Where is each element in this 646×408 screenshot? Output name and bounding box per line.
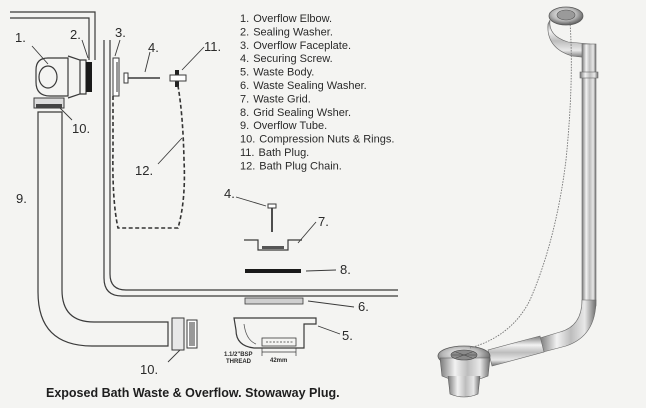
legend-item-number: 6. xyxy=(240,80,249,92)
thread-annotation-line2: THREAD xyxy=(226,359,252,365)
overflow-tube-photo xyxy=(581,43,597,307)
legend-item: 2. Sealing Washer. xyxy=(240,26,333,38)
product-photo xyxy=(437,6,599,398)
callout-10-lower: 10. xyxy=(140,362,158,377)
dimension-annotation: 42mm xyxy=(270,358,287,364)
legend-item: 6. Waste Sealing Washer. xyxy=(240,80,367,92)
diagram-caption: Exposed Bath Waste & Overflow. Stowaway … xyxy=(46,386,340,400)
callout-7: 7. xyxy=(318,214,329,229)
legend-item-label: Overflow Tube. xyxy=(253,120,327,132)
bath-wall-outline xyxy=(103,40,398,297)
overflow-elbow xyxy=(35,55,87,99)
callout-6: 6. xyxy=(358,299,369,314)
legend-item-label: Sealing Washer. xyxy=(253,26,333,38)
overflow-faceplate xyxy=(112,57,120,97)
sealing-washer xyxy=(86,62,92,92)
leader-8 xyxy=(305,269,337,272)
legend-item-number: 4. xyxy=(240,53,249,65)
legend-item-number: 1. xyxy=(240,13,249,25)
legend-item: 3. Overflow Faceplate. xyxy=(240,40,351,52)
securing-screw-lower xyxy=(267,203,277,232)
waste-body xyxy=(233,317,317,356)
bath-plug-chain xyxy=(112,85,186,229)
bath-plug xyxy=(169,70,187,87)
callout-9: 9. xyxy=(16,191,27,206)
legend-item-label: Compression Nuts & Rings. xyxy=(259,134,394,146)
callout-3: 3. xyxy=(115,25,126,40)
legend-item-number: 8. xyxy=(240,107,249,119)
legend-item: 10. Compression Nuts & Rings. xyxy=(240,134,394,146)
grid-sealing-washer xyxy=(245,269,301,273)
leader-5 xyxy=(317,325,341,335)
legend-item: 1. Overflow Elbow. xyxy=(240,13,332,25)
compression-ring-upper xyxy=(36,104,62,108)
callout-2: 2. xyxy=(70,27,81,42)
overflow-tube xyxy=(37,111,169,347)
legend-item: 7. Waste Grid. xyxy=(240,93,311,105)
legend-item-number: 3. xyxy=(240,40,249,52)
callout-5: 5. xyxy=(342,328,353,343)
leader-2 xyxy=(81,39,89,59)
waste-grid xyxy=(244,239,302,251)
legend-item: 5. Waste Body. xyxy=(240,67,314,79)
legend-item-number: 2. xyxy=(240,26,249,38)
legend-item-label: Bath Plug Chain. xyxy=(259,160,342,172)
bath-outline-top xyxy=(10,11,96,60)
callout-1: 1. xyxy=(15,30,26,45)
legend-item-number: 12. xyxy=(240,160,255,172)
legend-item-label: Overflow Faceplate. xyxy=(253,40,351,52)
leader-7 xyxy=(297,221,317,244)
leader-10-upper xyxy=(59,107,73,121)
callout-4-upper: 4. xyxy=(148,40,159,55)
legend-item-label: Waste Sealing Washer. xyxy=(253,80,367,92)
legend-item-number: 11. xyxy=(240,147,254,159)
legend-item-label: Bath Plug. xyxy=(258,147,309,159)
leader-11 xyxy=(181,46,205,71)
bath-wall-outline-inner xyxy=(109,40,398,291)
legend-item-number: 10. xyxy=(240,134,255,146)
leader-4-upper xyxy=(144,51,151,73)
leader-12 xyxy=(157,137,183,165)
plug-chain-photo xyxy=(469,21,572,349)
leader-3 xyxy=(114,39,121,57)
callout-4-lower: 4. xyxy=(224,186,235,201)
compression-nut-lower xyxy=(171,317,185,351)
leader-6 xyxy=(307,300,355,308)
legend-item-label: Waste Grid. xyxy=(253,93,311,105)
legend-item-label: Grid Sealing Wsher. xyxy=(253,107,351,119)
callout-12: 12. xyxy=(135,163,153,178)
parts-legend: 1. Overflow Elbow. 2. Sealing Washer. 3. Over… xyxy=(240,13,394,172)
securing-screw-upper xyxy=(123,72,160,84)
legend-item-label: Waste Body. xyxy=(253,67,314,79)
bath-outline-top-inner xyxy=(10,17,90,60)
legend-item-number: 5. xyxy=(240,67,249,79)
callout-8: 8. xyxy=(340,262,351,277)
legend-item-label: Overflow Elbow. xyxy=(253,13,332,25)
legend-item-number: 9. xyxy=(240,120,249,132)
callout-10-upper: 10. xyxy=(72,121,90,136)
leader-10-lower xyxy=(167,349,181,363)
legend-item: 4. Securing Screw. xyxy=(240,53,333,65)
leader-1 xyxy=(31,45,49,65)
legend-item-number: 7. xyxy=(240,93,249,105)
horizontal-tube-photo xyxy=(487,335,545,367)
leader-4-lower xyxy=(235,196,267,207)
legend-item-label: Securing Screw. xyxy=(253,53,332,65)
legend-item: 8. Grid Sealing Wsher. xyxy=(240,107,351,119)
legend-item: 12. Bath Plug Chain. xyxy=(240,160,342,172)
thread-annotation-line1: 1.1/2"BSP xyxy=(224,352,253,358)
waste-sealing-washer xyxy=(244,297,304,305)
callout-11: 11. xyxy=(204,39,221,54)
legend-item: 11. Bath Plug. xyxy=(240,147,309,159)
legend-item: 9. Overflow Tube. xyxy=(240,120,327,132)
